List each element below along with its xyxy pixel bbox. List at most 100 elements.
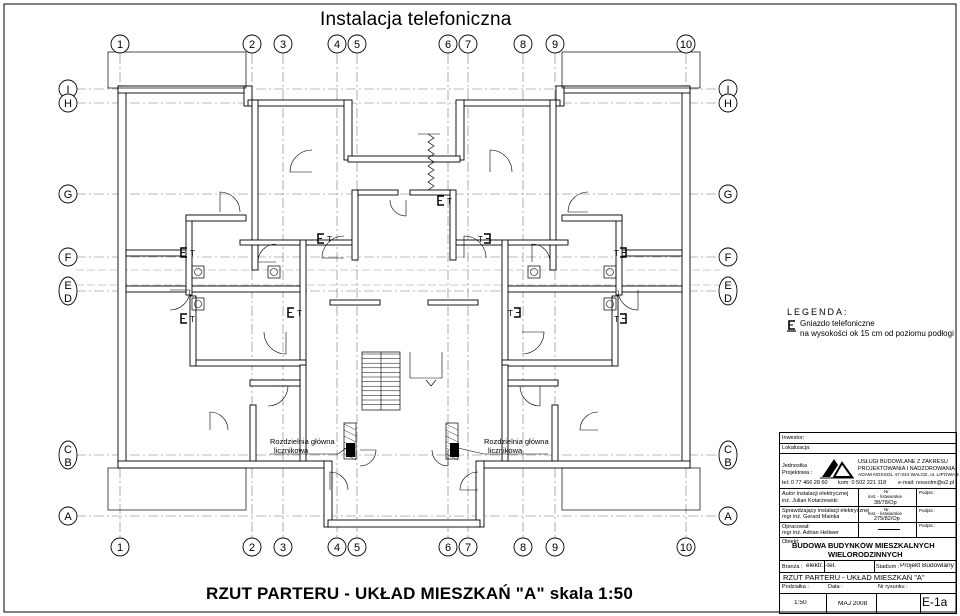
tb-branch-value: elektr. -tel. [806,563,836,569]
wall [611,295,619,367]
axis-bubble-side [58,506,78,526]
axis-label-bottom: 5 [354,542,360,554]
tb-author-role: Autor instalacji elektrycznej [782,491,849,497]
label-leader [457,447,485,455]
tb-company-1: USŁUGI BUDOWLANE Z ZAKRESU [858,459,948,465]
company-logo [820,457,854,479]
axis-label-side: H [724,98,732,110]
axis-bubble-side-double [58,440,78,470]
door-swing [289,149,313,173]
tb-drawing-no-value: E-1a [922,596,948,609]
axis-bubble-bottom [242,537,262,557]
axis-label-side: E [724,280,731,292]
tb-author-perm-type: inst. - listwiarskie [868,494,903,499]
door-swing [321,235,345,259]
door-swing [359,449,377,467]
axis-label-side: F [65,252,72,264]
wall [559,85,691,94]
toilet [603,265,617,279]
legend-heading: LEGENDA: [787,307,849,317]
toilet-bowl [606,300,614,308]
axis-bubble-top [242,34,262,54]
axis-bubble-bottom [545,537,565,557]
axis-bubble-side [718,93,738,113]
tb-drawing-no-label: Nr rysunku : [878,584,908,590]
tb-date-value: MAJ 2008 [838,601,868,607]
socket-letter: T [190,249,195,258]
phone-socket-icon: T [180,313,195,324]
door-swing [263,331,287,355]
legend-line-2: na wysokości ok 15 cm od poziomu podłogi [800,329,954,338]
door-swing [169,289,191,311]
axis-label-side: I [726,84,729,96]
axis-label-top: 2 [249,39,255,51]
tb-checker-perm-no: 275/82/Op [874,516,900,522]
tb-designer-label: Projektowa : [782,470,813,476]
drawing-title: Instalacja telefoniczna [320,9,512,30]
stair-landing [409,352,443,379]
tb-checker-perm-label: Nr [884,507,889,512]
axis-label-bottom: 2 [249,542,255,554]
axis-label-bottom: 1 [117,542,123,554]
wall [501,364,509,462]
axis-label-top: 4 [334,39,340,51]
axis-label-top: 5 [354,39,360,51]
door-swing [431,449,449,467]
balcony [107,51,247,89]
balcony [107,467,247,511]
tb-email: e-mail: nossolm@o2.pl [898,480,955,486]
axis-label-bottom: 6 [445,542,451,554]
wall [479,460,691,469]
axis-label-side: H [64,98,72,110]
phone-socket-icon [787,319,796,332]
axis-bubble-top [327,34,347,54]
door-swing [267,385,289,407]
legend: LEGENDA: Gniazdo telefoniczne na wysokoś… [787,307,954,339]
axis-bubble-top [273,34,293,54]
tb-checker-role: Sprawdzający instalacji elektrycznej [782,508,870,514]
tb-sign-label-3: Podpis : [919,523,936,528]
hatch [445,453,459,461]
axis-label-top: 3 [280,39,286,51]
wall [327,519,481,528]
socket-letter: T [327,235,332,244]
hatch [445,441,459,449]
axis-bubble-side [58,247,78,267]
tb-scale-value: 1:50 [794,600,807,606]
tb-location-label: Lokalizacja: [782,445,811,451]
axis-label-side: A [64,511,72,523]
axis-label-top: 8 [520,39,526,51]
hatch [445,435,459,443]
sheet-frame [3,3,957,613]
wall [117,85,127,469]
drawing-subtitle: RZUT PARTERU - UKŁAD MIESZKAŃ "A" skala … [206,584,633,603]
wall [561,214,623,222]
wall [549,99,557,271]
stair-arrow [425,379,437,387]
toilet [603,297,617,311]
axis-bubble-bottom [273,537,293,557]
socket-letter: T [447,197,452,206]
axis-bubble-bottom [676,537,696,557]
wall [249,379,301,387]
wall [551,404,559,462]
title-block: Inwestor: Lokalizacja: Jednostka Projekt… [779,432,959,614]
wall [195,359,307,367]
hatch [445,423,459,431]
wall [507,239,569,246]
tb-scale-label: Podziałka : [782,584,809,590]
phone-socket-icon: T [317,233,332,244]
axis-label-side: C [724,444,732,456]
axis-bubble-side-double [58,276,78,306]
axis-bubble-side [58,93,78,113]
door-swing [579,411,599,431]
room-label-left-2: licznikowa [274,446,309,455]
axis-label-side: A [724,511,732,523]
door-swing [219,191,241,213]
wall [247,99,349,107]
hatch [343,441,357,449]
label-leader [337,447,347,455]
wall [125,285,307,293]
cable-riser [427,133,435,191]
